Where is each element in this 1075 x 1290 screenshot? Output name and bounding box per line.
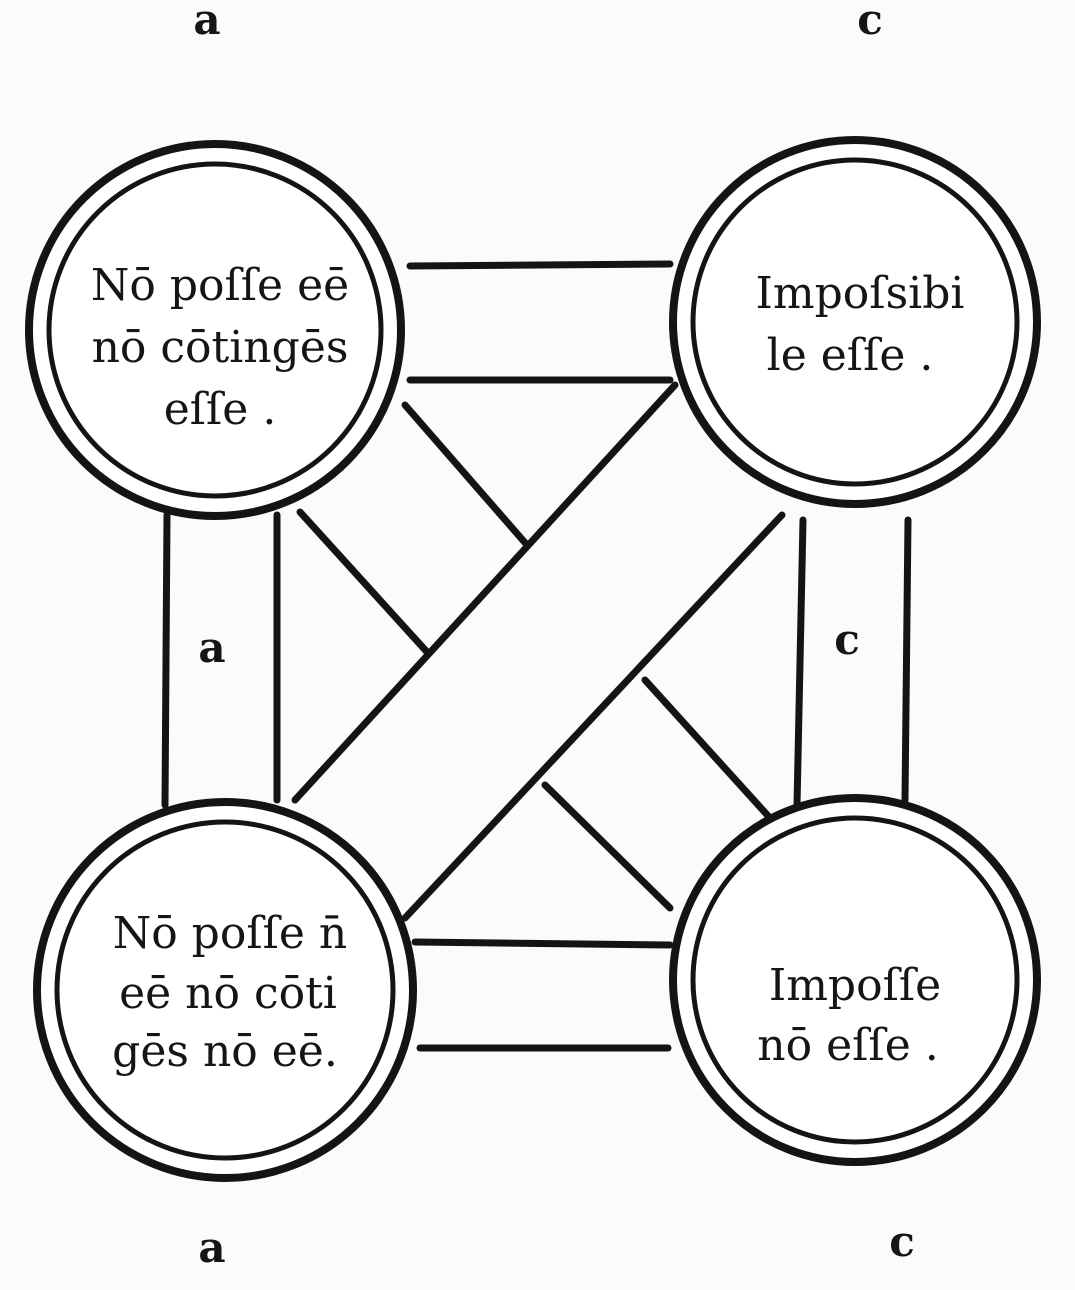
- circle-text-line: eſſe .: [164, 384, 277, 435]
- label-left-mid: a: [198, 623, 225, 672]
- top-band: [406, 260, 674, 384]
- circle-top-left: Nō poſſe eē nō cōtingēs eſſe .: [25, 140, 405, 520]
- diagonal-band-tl-br: [296, 401, 774, 912]
- circle-bottom-left: Nō poſſe n̄ eē nō cōti gēs nō eē.: [33, 798, 417, 1182]
- label-bottom-left: a: [198, 1223, 225, 1272]
- label-right-mid: c: [834, 615, 860, 664]
- diagonal-band-bl-tr: [291, 381, 786, 922]
- circle-text-line: Nō poſſe n̄: [113, 908, 348, 959]
- circle-top-right: Impoſsibi le eſſe .: [669, 136, 1041, 508]
- right-band: [793, 516, 912, 809]
- circle-bottom-right: Impoſſe nō eſſe .: [669, 794, 1041, 1166]
- label-top-right: c: [857, 0, 883, 44]
- circle-text-line: eē nō cōti: [119, 968, 337, 1019]
- circle-text-line: Impoſsibi: [756, 268, 965, 319]
- left-band: [161, 511, 281, 809]
- circle-text-line: nō eſſe .: [757, 1020, 938, 1071]
- circle-text-line: Impoſſe: [769, 960, 941, 1011]
- label-bottom-right: c: [889, 1217, 915, 1266]
- circle-text-line: le eſſe .: [767, 330, 934, 381]
- circle-text-line: Nō poſſe eē: [91, 260, 349, 311]
- circle-text-line: gēs nō eē.: [112, 1026, 338, 1077]
- bottom-band: [411, 938, 674, 1052]
- circle-text-line: nō cōtingēs: [92, 322, 349, 373]
- label-top-left: a: [193, 0, 220, 44]
